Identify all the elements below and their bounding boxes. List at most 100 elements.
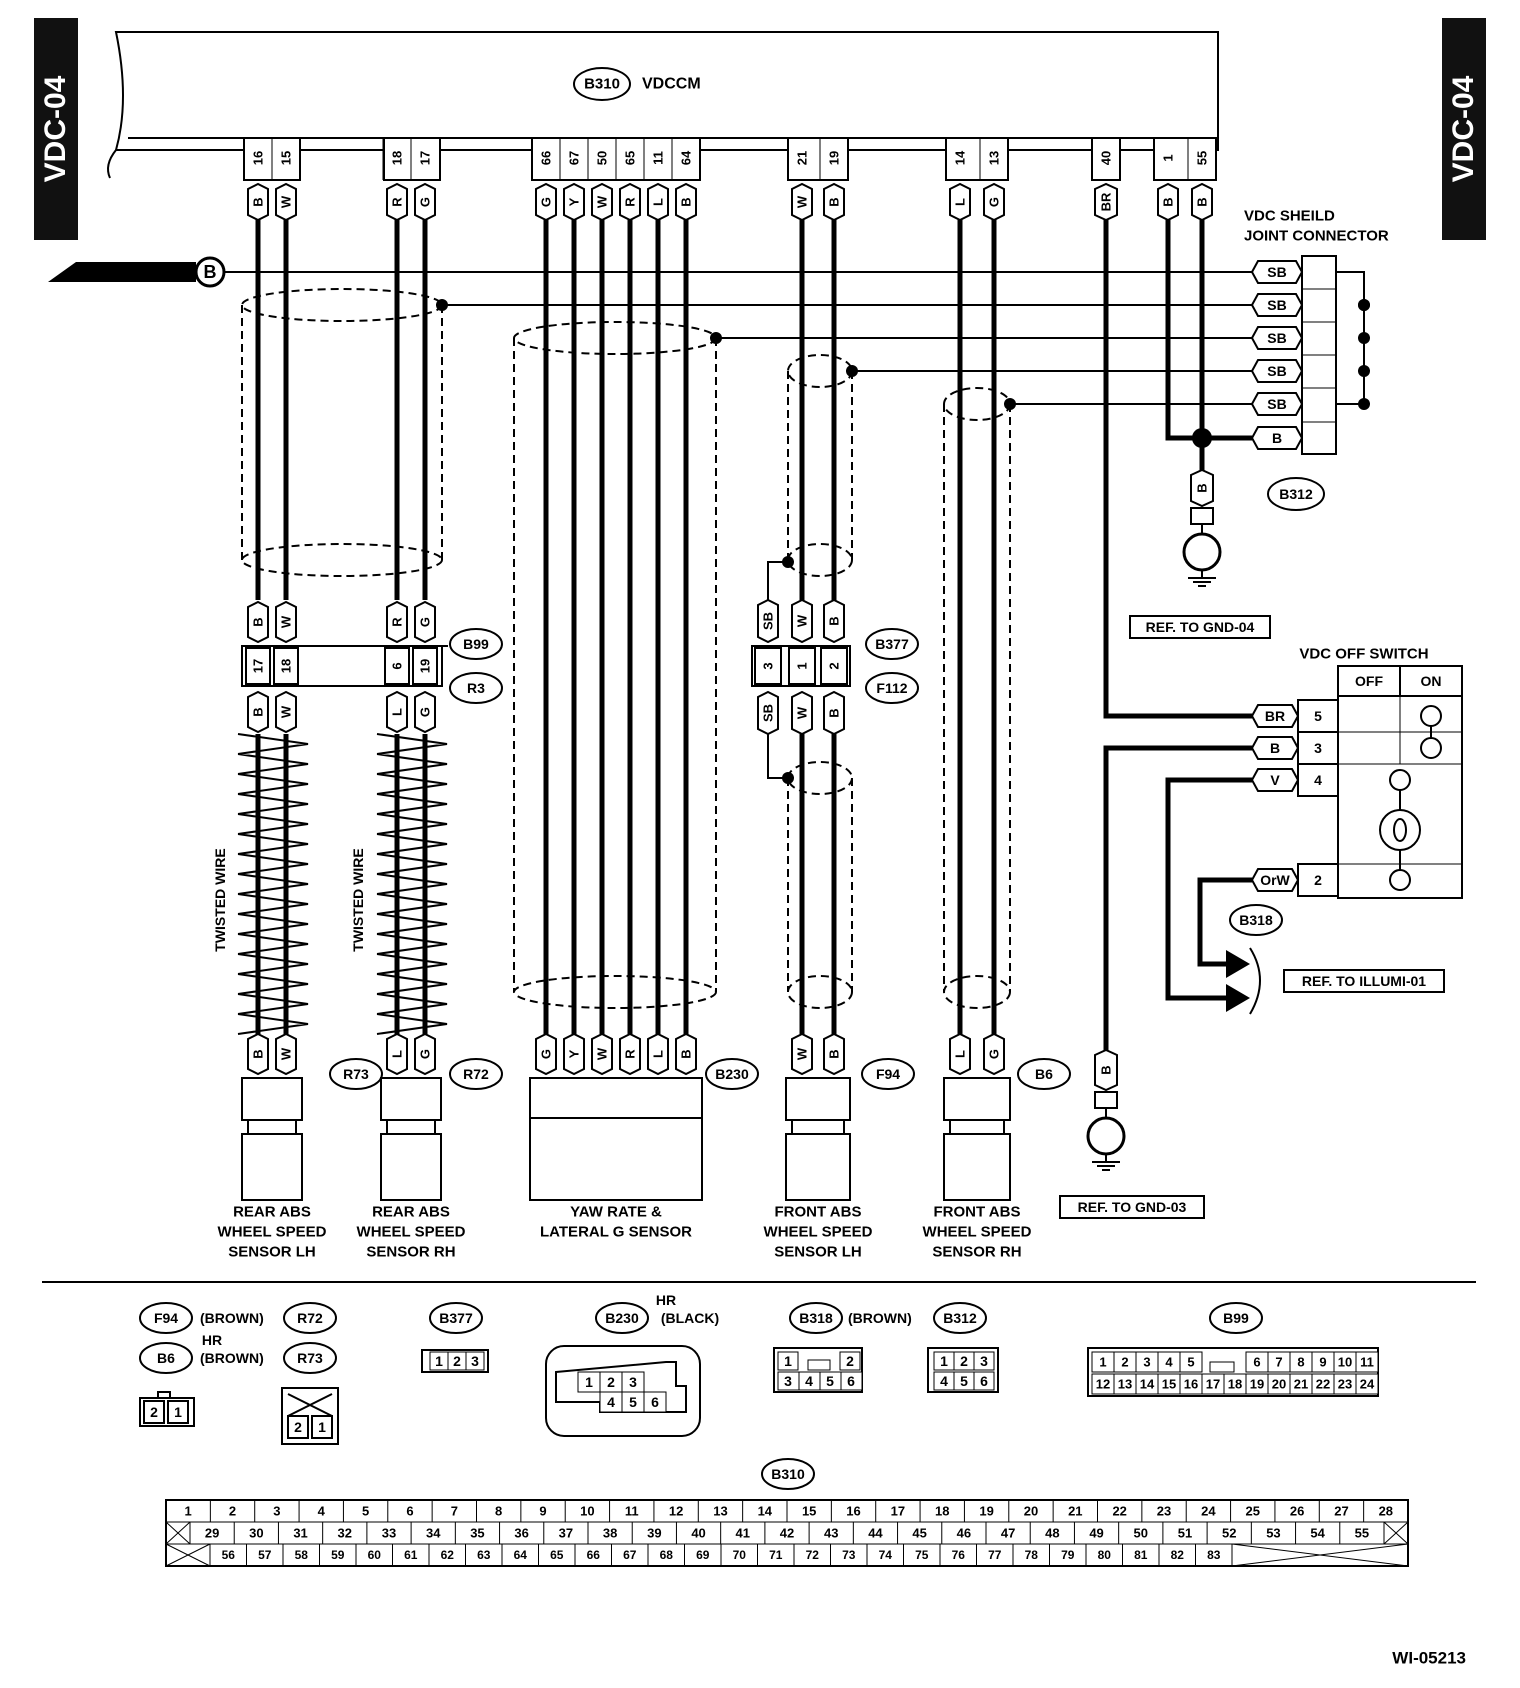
wire-color-2-tag (386, 182, 408, 222)
legend-note-b6: (BROWN) (200, 1350, 264, 1366)
legend-code-b377-oval (429, 1302, 483, 1334)
switch-pin: 3 (1314, 740, 1322, 756)
legend-b310-pin: 26 (1290, 1504, 1304, 1519)
sensor-code: R73 (343, 1066, 369, 1082)
front-relay-code-1-oval (865, 628, 919, 660)
legend-code-b310: B310 (771, 1466, 805, 1482)
sensor-wire-color: L (953, 1050, 968, 1058)
sensor-wire-color: G (987, 1049, 1002, 1059)
legend-b310-pin: 64 (514, 1548, 528, 1562)
twisted-rear-lh-twist (237, 733, 309, 1035)
legend-code-b318: B318 (799, 1310, 833, 1326)
ecu-pin-number: 21 (795, 151, 810, 165)
sensor-label: WHEEL SPEED (218, 1224, 327, 1241)
sensor-label: SENSOR LH (228, 1244, 316, 1261)
rear-relay-code-1: B99 (463, 636, 489, 652)
wire-color-6: W (595, 195, 610, 208)
legend-b310-pin: 49 (1089, 1526, 1103, 1541)
page-id-tab-left: VDC-04 (34, 18, 78, 240)
sensor-wire-color: W (279, 1047, 294, 1060)
legend-code-r73: R73 (297, 1350, 323, 1366)
rear-relay-code-1-oval (449, 628, 503, 660)
legend-b310-pin: 59 (331, 1548, 345, 1562)
legend-code-r73-oval (283, 1342, 337, 1374)
sensor-wire-color-tag (823, 1032, 845, 1076)
legend-b318-pin: 5 (826, 1373, 834, 1389)
legend-b310-pin: 57 (258, 1548, 272, 1562)
legend-b310-pin: 62 (441, 1548, 455, 1562)
ground-bottom-circle (1086, 1116, 1126, 1156)
legend-b310-pin: 18 (935, 1504, 949, 1519)
wire-br (1103, 220, 1252, 719)
legend-b310-pin: 36 (514, 1526, 528, 1541)
wire-color-2: R (390, 197, 405, 207)
legend-b310-pin: 51 (1178, 1526, 1192, 1541)
shield-joint-code-oval (1267, 477, 1325, 511)
wire-color-gnd-1-tag (1157, 182, 1179, 222)
ground-top-wire-tag (1190, 468, 1214, 508)
shield-front-upper-bottom (787, 543, 853, 577)
legend-b312-pin: 6 (980, 1373, 988, 1389)
legend-b310-pin: 83 (1207, 1548, 1221, 1562)
legend-b310-pin: 69 (696, 1548, 710, 1562)
front-relay-upper-wire: W (795, 614, 810, 627)
wire-color-6-tag (591, 182, 613, 222)
legend-b99-pin: 11 (1360, 1355, 1374, 1370)
legend-b310-pin: 4 (318, 1504, 326, 1519)
wire-color-gnd-55-tag (1191, 182, 1213, 222)
rear-relay-lower-wire: L (390, 708, 405, 716)
ecu-pin-number: 1 (1161, 154, 1176, 161)
front-drain-upper (767, 561, 788, 600)
legend-b318-cell (840, 1371, 863, 1391)
legend-code-b312: B312 (943, 1310, 977, 1326)
legend-b310-pin: 20 (1024, 1504, 1038, 1519)
wire-color-11: B (827, 197, 842, 206)
legend-b310-pin: 45 (912, 1526, 926, 1541)
front-relay-upper-wire-tag (791, 598, 813, 644)
wire-color-5: Y (567, 197, 582, 206)
rear-relay-lower-wire-tag (247, 690, 269, 734)
rear-relay-code-2-oval (449, 672, 503, 704)
front-relay-lower-wire: SB (761, 704, 776, 722)
wire-color-9: B (679, 197, 694, 206)
legend-b310-pin: 75 (915, 1548, 929, 1562)
legend-b230-pin: 5 (629, 1394, 637, 1410)
legend-b310-pin: 33 (382, 1526, 396, 1541)
legend-b310-pin: 44 (868, 1526, 883, 1541)
shield-joint-wire: SB (1267, 363, 1286, 379)
ecu-pin-number: 50 (595, 151, 610, 165)
sensor-wire-color-tag (675, 1032, 697, 1076)
sensor-wire-color: W (595, 1047, 610, 1060)
sensor-code-oval (449, 1058, 503, 1090)
sensor-body (943, 1133, 1011, 1201)
legend-b310-pin: 68 (660, 1548, 674, 1562)
legend-b99-pin: 23 (1338, 1377, 1352, 1392)
legend-b230-cell (643, 1391, 667, 1413)
ecu-pin-number: 65 (623, 151, 638, 165)
legend-b99-pin: 8 (1297, 1355, 1304, 1370)
sensor-body (241, 1133, 303, 1201)
sensor-label: WHEEL SPEED (923, 1224, 1032, 1241)
front-relay-pin: 1 (795, 662, 810, 669)
wire-color-13: G (987, 197, 1002, 207)
ecu-pin-number: 17 (418, 151, 433, 165)
wire-color-10-tag (791, 182, 813, 222)
legend-b377-pin: 3 (471, 1353, 479, 1369)
switch-lamp-filament (1393, 818, 1407, 842)
legend-b310-pin: 23 (1157, 1504, 1171, 1519)
ground-bottom-ref: REF. TO GND-03 (1078, 1199, 1187, 1215)
switch-contact-on-1 (1420, 705, 1442, 727)
sensor-label: WHEEL SPEED (764, 1224, 873, 1241)
legend-b310-pin: 34 (426, 1526, 441, 1541)
wire-color-7: R (623, 197, 638, 207)
rear-relay-lower-wire-tag (414, 690, 436, 734)
shield-joint-wire: SB (1267, 330, 1286, 346)
legend-code-b6-oval (139, 1342, 193, 1374)
twisted-rear-rh-twist (376, 733, 448, 1035)
ref-in-label: VDC-02 (129, 264, 182, 281)
illumi-ref-box (1283, 969, 1445, 993)
shield-front-upper-top (787, 354, 853, 388)
rear-relay-upper-wire: R (390, 617, 405, 627)
sensor-wire-color: B (251, 1049, 266, 1058)
